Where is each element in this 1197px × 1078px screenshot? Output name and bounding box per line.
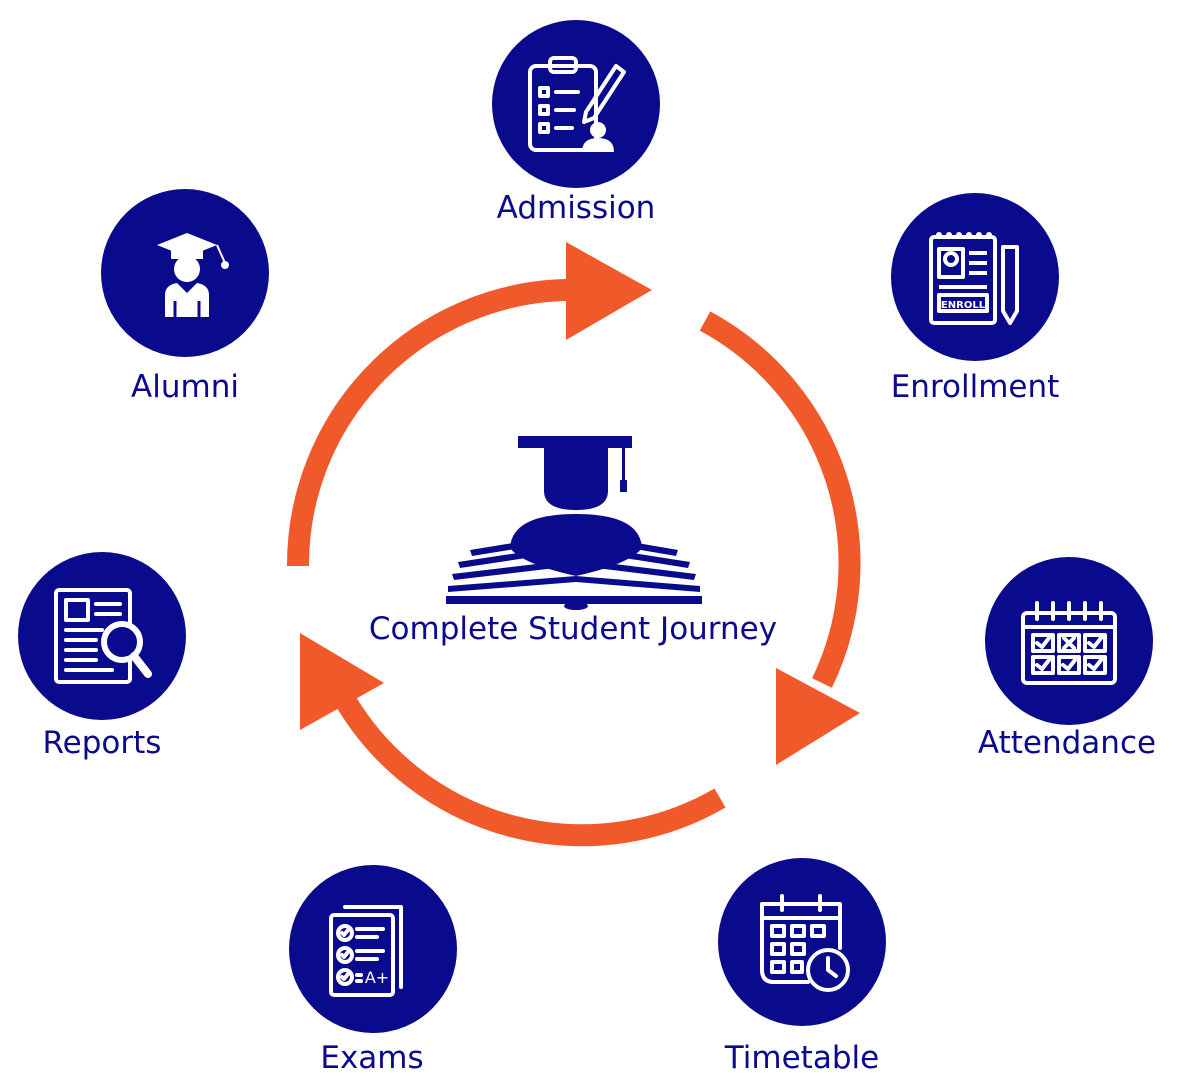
arrowhead-right	[776, 668, 860, 765]
enroll-stamp-text: ENROLL	[941, 300, 986, 311]
stage-node-exams: A+	[289, 865, 457, 1033]
exam-sheet-icon: A+	[329, 905, 403, 997]
student-book-icon	[446, 436, 702, 610]
arrow-arc-top-left	[286, 278, 581, 567]
enroll-notepad-icon: ENROLL	[929, 232, 1019, 325]
stage-label-enrollment: Enrollment	[890, 369, 1060, 405]
stage-node-timetable	[718, 858, 886, 1026]
arrow-arc-right	[699, 311, 861, 688]
stage-label-exams: Exams	[320, 1040, 424, 1076]
arrow-arc-bottom	[335, 694, 726, 847]
stage-label-admission: Admission	[496, 190, 656, 226]
stage-label-attendance: Attendance	[977, 725, 1157, 761]
stage-node-alumni	[101, 189, 269, 357]
stage-node-reports	[18, 552, 186, 720]
stage-node-attendance	[985, 557, 1153, 725]
grade-mark-text: A+	[365, 968, 389, 987]
arrowhead-top	[566, 242, 652, 340]
diagram-title: Complete Student Journey	[368, 611, 778, 647]
stage-label-alumni: Alumni	[131, 369, 239, 405]
stage-label-reports: Reports	[42, 725, 162, 761]
graduate-icon	[157, 233, 229, 317]
report-magnifier-icon	[54, 588, 152, 684]
arrowhead-left	[300, 633, 384, 730]
stage-node-enrollment: ENROLL	[891, 193, 1059, 361]
stage-node-admission	[492, 20, 660, 188]
clipboard-checklist-icon	[528, 56, 626, 152]
calendar-clock-icon	[760, 894, 850, 992]
stage-label-timetable: Timetable	[724, 1040, 880, 1076]
attendance-calendar-icon	[1021, 601, 1117, 685]
